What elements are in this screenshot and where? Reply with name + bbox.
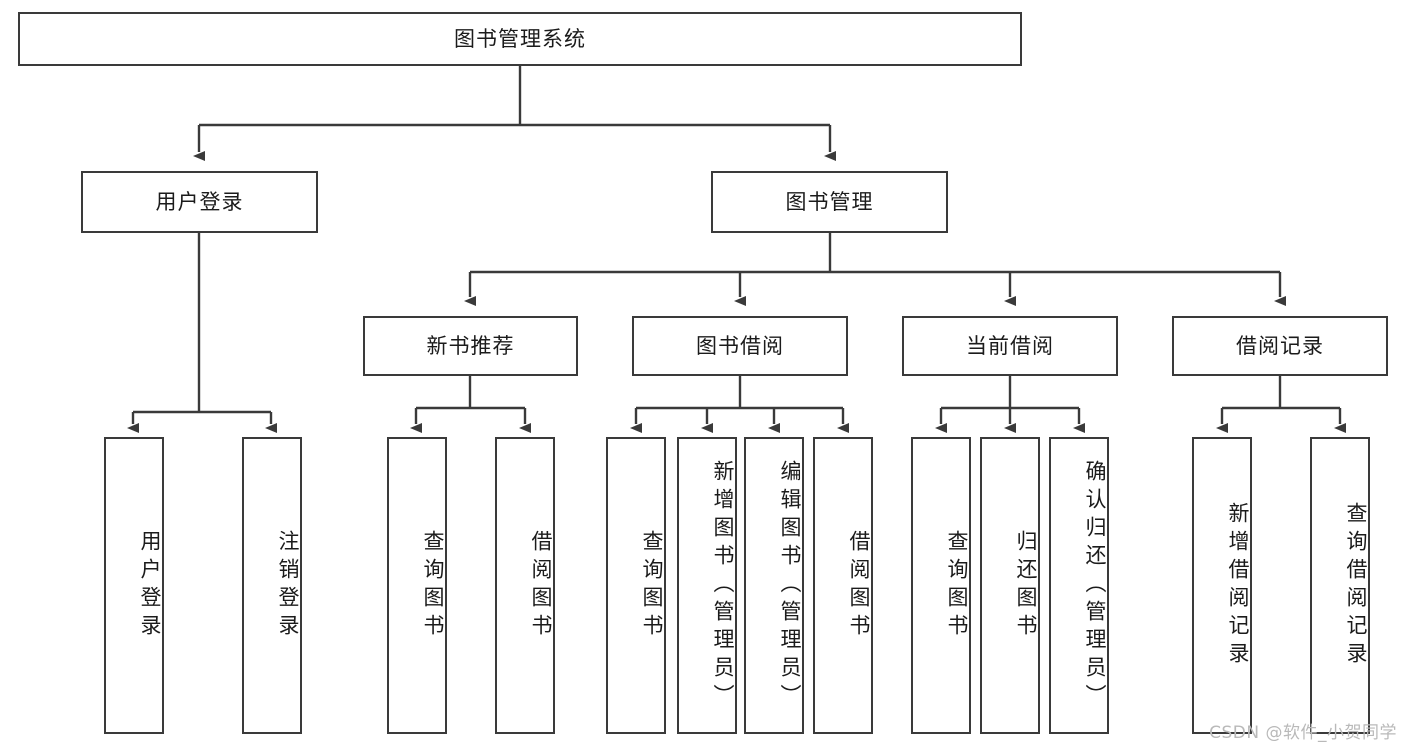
csdn-watermark: CSDN @软件_小贺同学 [1209, 723, 1397, 743]
node-label: 查询图书 [640, 529, 664, 642]
node-label: 借阅图书 [847, 529, 871, 642]
node-label: 查询借阅记录 [1344, 501, 1368, 670]
node-label: 图书管理系统 [454, 26, 586, 51]
node-label: 注销登录 [276, 529, 300, 642]
node-label: 新增图书（管理员） [711, 459, 735, 712]
leaf-add-borrow-record[interactable]: 新增借阅记录 [1192, 437, 1252, 734]
leaf-return-book[interactable]: 归还图书 [980, 437, 1040, 734]
leaf-user-login[interactable]: 用户登录 [104, 437, 164, 734]
node-root-book-management-system[interactable]: 图书管理系统 [18, 12, 1022, 66]
node-current-borrow[interactable]: 当前借阅 [902, 316, 1118, 376]
leaf-query-borrow-record[interactable]: 查询借阅记录 [1310, 437, 1370, 734]
node-label: 用户登录 [138, 529, 162, 642]
node-label: 归还图书 [1014, 529, 1038, 642]
leaf-borrow-book[interactable]: 借阅图书 [813, 437, 873, 734]
node-label: 图书管理 [785, 189, 874, 214]
node-user-login[interactable]: 用户登录 [81, 171, 318, 233]
node-label: 当前借阅 [966, 333, 1054, 358]
leaf-query-book-recommend[interactable]: 查询图书 [387, 437, 447, 734]
node-label: 图书借阅 [696, 333, 784, 358]
node-book-borrow[interactable]: 图书借阅 [632, 316, 848, 376]
node-book-management[interactable]: 图书管理 [711, 171, 948, 233]
node-label: 借阅记录 [1236, 333, 1324, 358]
node-borrow-record[interactable]: 借阅记录 [1172, 316, 1388, 376]
node-label: 用户登录 [155, 189, 244, 214]
node-label: 新书推荐 [426, 333, 515, 358]
leaf-logout-login[interactable]: 注销登录 [242, 437, 302, 734]
node-label: 新增借阅记录 [1226, 501, 1250, 670]
leaf-query-book-borrow[interactable]: 查询图书 [606, 437, 666, 734]
leaf-confirm-return-admin[interactable]: 确认归还（管理员） [1049, 437, 1109, 734]
leaf-query-book-current[interactable]: 查询图书 [911, 437, 971, 734]
node-new-book-recommend[interactable]: 新书推荐 [363, 316, 578, 376]
node-label: 借阅图书 [529, 529, 553, 642]
leaf-edit-book-admin[interactable]: 编辑图书（管理员） [744, 437, 804, 734]
node-label: 确认归还（管理员） [1083, 459, 1107, 712]
leaf-add-book-admin[interactable]: 新增图书（管理员） [677, 437, 737, 734]
node-label: 编辑图书（管理员） [778, 459, 802, 712]
node-label: 查询图书 [945, 529, 969, 642]
leaf-borrow-book-recommend[interactable]: 借阅图书 [495, 437, 555, 734]
node-label: 查询图书 [421, 529, 445, 642]
